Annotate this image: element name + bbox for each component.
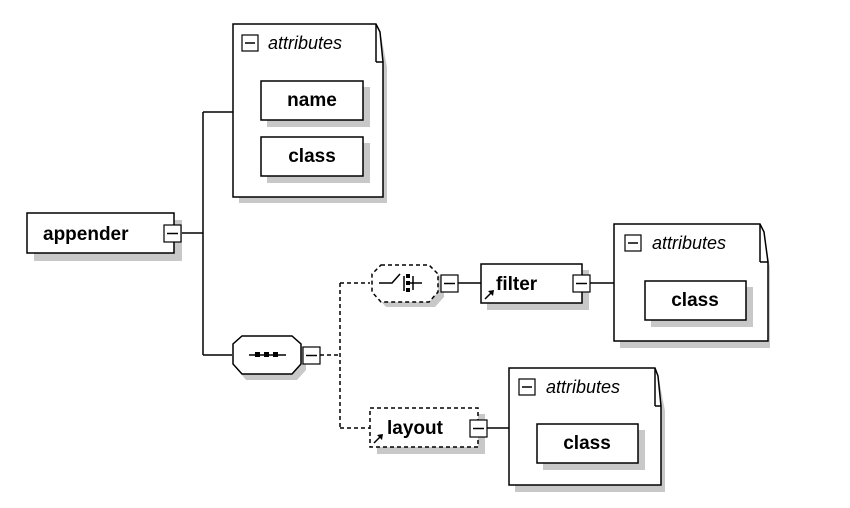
- minus-box-icon[interactable]: [163, 224, 182, 243]
- layout-attributes-group: attributes class: [508, 367, 665, 492]
- filter-element[interactable]: filter: [480, 263, 591, 310]
- appender-label: appender: [43, 224, 129, 245]
- attribute-class[interactable]: class: [536, 423, 645, 470]
- collapse-icon[interactable]: [241, 34, 259, 52]
- choice-compositor[interactable]: [371, 264, 459, 307]
- connectors: [182, 111, 614, 429]
- root-attributes-group: attributes name class: [232, 23, 387, 203]
- layout-label: layout: [387, 418, 444, 439]
- attribute-class[interactable]: class: [260, 136, 370, 183]
- appender-element[interactable]: appender: [26, 212, 182, 261]
- attribute-class-label: class: [671, 290, 719, 311]
- layout-element[interactable]: layout: [369, 407, 488, 454]
- attributes-title: attributes: [652, 233, 726, 253]
- minus-box-icon[interactable]: [469, 419, 488, 438]
- reference-arrow-icon: [373, 434, 383, 444]
- attributes-title: attributes: [546, 377, 620, 397]
- minus-box-icon[interactable]: [572, 274, 591, 293]
- filter-attributes-group: attributes class: [613, 223, 770, 348]
- collapse-icon[interactable]: [518, 378, 536, 396]
- sequence-compositor[interactable]: [232, 335, 321, 380]
- choice-icon: [379, 273, 422, 292]
- minus-box-icon[interactable]: [440, 274, 459, 293]
- attribute-class-label: class: [563, 433, 611, 454]
- collapse-icon[interactable]: [624, 234, 642, 252]
- attribute-name[interactable]: name: [260, 80, 370, 127]
- attribute-name-label: name: [287, 90, 337, 111]
- filter-label: filter: [496, 274, 538, 295]
- sequence-icon: [249, 352, 286, 357]
- attributes-title: attributes: [268, 33, 342, 53]
- attribute-class-label: class: [288, 146, 336, 167]
- attribute-class[interactable]: class: [644, 280, 753, 327]
- minus-box-icon[interactable]: [302, 346, 321, 365]
- reference-arrow-icon: [484, 290, 494, 300]
